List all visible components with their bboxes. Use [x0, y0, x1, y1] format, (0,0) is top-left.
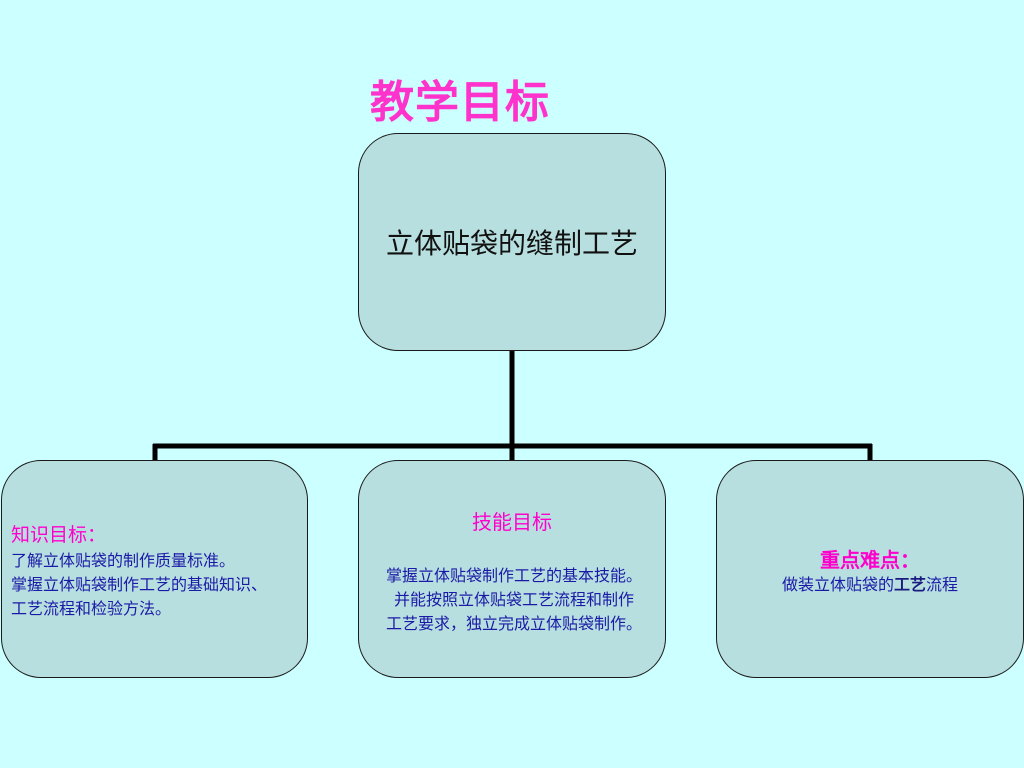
skill-line: 工艺要求，独立完成立体贴袋制作。: [385, 614, 642, 633]
knowledge-line: 了解立体贴袋的制作质量标准。: [11, 551, 236, 570]
difficulty-text-before: 做装立体贴袋的: [781, 575, 894, 594]
knowledge-node: [1, 460, 308, 678]
skill-node: [358, 460, 666, 678]
skill-line: 掌握立体贴袋制作工艺的基本技能。: [385, 566, 642, 585]
difficulty-text-bold: 工艺: [893, 575, 926, 594]
root-node: 立体贴袋的缝制工艺: [358, 133, 666, 351]
knowledge-heading: 知识目标：: [11, 524, 107, 546]
knowledge-text: 了解立体贴袋的制作质量标准。 掌握立体贴袋制作工艺的基础知识、 工艺流程和检验方…: [11, 549, 267, 621]
difficulty-text: 做装立体贴袋的工艺流程: [716, 573, 1024, 597]
difficulty-heading: 重点难点：: [820, 548, 920, 572]
root-node-label: 立体贴袋的缝制工艺: [385, 227, 638, 260]
knowledge-line: 掌握立体贴袋制作工艺的基础知识、: [11, 575, 268, 594]
skill-text: 掌握立体贴袋制作工艺的基本技能。 并能按照立体贴袋工艺流程和制作 工艺要求，独立…: [356, 564, 672, 636]
page-title: 教学目标: [370, 77, 550, 128]
difficulty-node: [716, 460, 1024, 678]
skill-line: 并能按照立体贴袋工艺流程和制作: [393, 590, 634, 609]
knowledge-line: 工艺流程和检验方法。: [11, 599, 172, 618]
difficulty-text-after: 流程: [926, 575, 959, 594]
skill-heading: 技能目标: [472, 510, 552, 534]
